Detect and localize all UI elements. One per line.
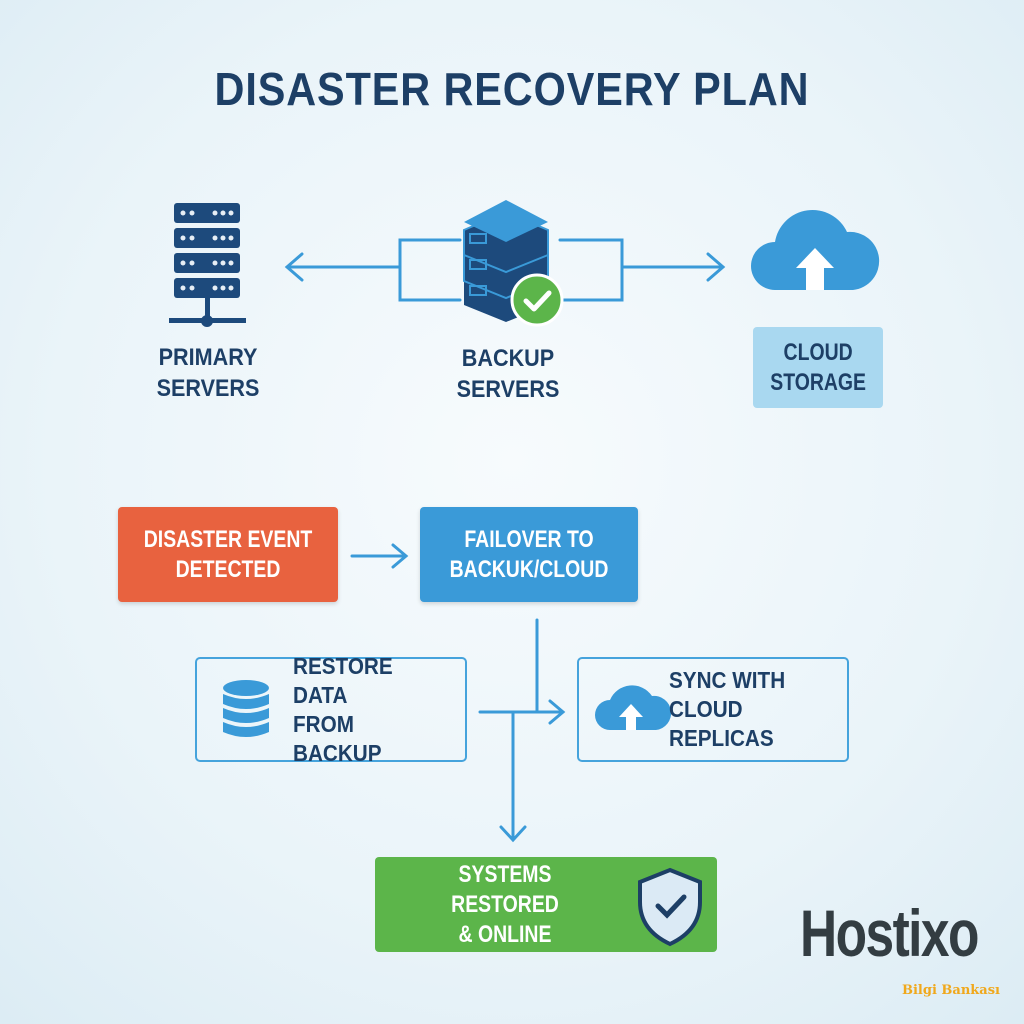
logo-tagline: Bilgi Bankası (902, 983, 1000, 998)
arrow-to-sync (478, 699, 566, 725)
page-title: DISASTER RECOVERY PLAN (214, 63, 810, 115)
label-line: SERVERS (456, 376, 560, 403)
label-line: SYSTEMS RESTORED (451, 860, 559, 918)
cloud-sync-icon (595, 685, 672, 730)
arrow-to-primary (284, 252, 402, 282)
label-line: DISASTER EVENT (143, 525, 313, 553)
label-line: RESTORE DATA (293, 652, 393, 708)
systems-restored-box: SYSTEMS RESTORED& ONLINE (375, 857, 717, 952)
cloud-upload-icon (751, 209, 880, 290)
label-line: BACKUK/CLOUD (449, 555, 609, 583)
logo: Hostixo (800, 896, 979, 970)
sync-cloud-box: SYNC WITH CLOUD REPLICAS (577, 657, 849, 762)
arrow-disaster-failover (350, 543, 409, 569)
label-line: STORAGE (770, 368, 866, 396)
label-line: CLOUD REPLICAS (669, 696, 774, 751)
label-line: PRIMARY (158, 344, 258, 371)
label-line: & ONLINE (458, 920, 552, 948)
arrow-to-cloud (620, 252, 726, 282)
label-line: FAILOVER TO (464, 525, 594, 553)
arrow-to-restored (499, 710, 527, 843)
bracket-right (558, 238, 624, 302)
backup-servers-label: BACKUP SERVERS (445, 343, 571, 405)
label-line: DETECTED (175, 555, 281, 583)
primary-server-icon (169, 203, 246, 327)
primary-servers-label: PRIMARY SERVERS (145, 342, 271, 404)
label-line: BACKUP (461, 345, 555, 372)
label-line: FROM BACKUP (293, 710, 382, 766)
bracket-left (398, 238, 462, 302)
label-line: SERVERS (156, 375, 260, 402)
label-line: SYNC WITH (669, 667, 786, 693)
check-icon (510, 273, 564, 327)
label-line: CLOUD (783, 338, 853, 366)
database-icon (223, 680, 269, 737)
